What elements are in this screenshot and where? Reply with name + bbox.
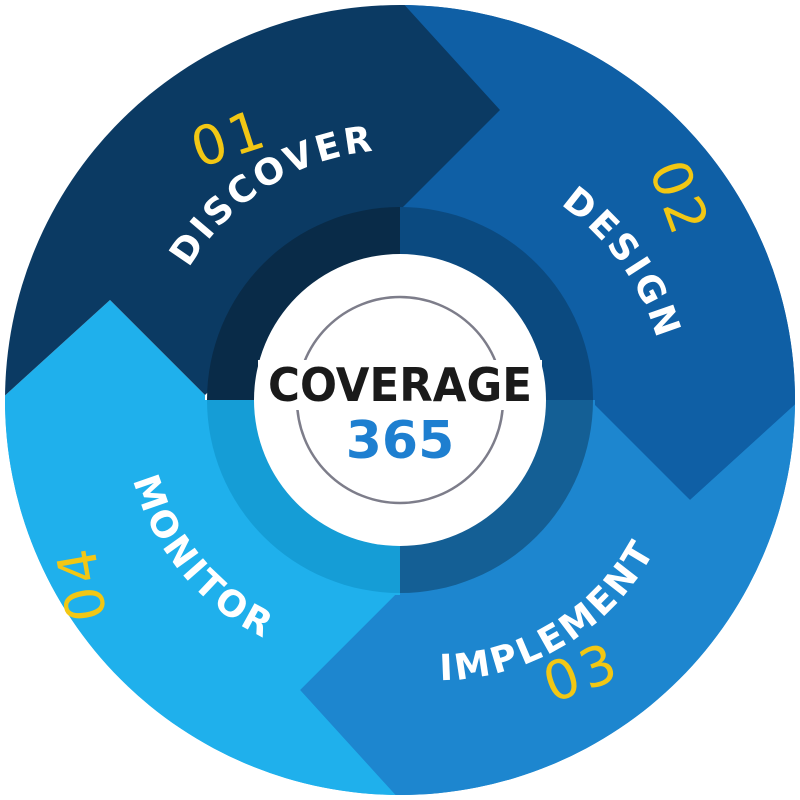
step-number-04: 04 [44, 540, 119, 626]
center-logo: COVERAGE 365 [254, 254, 546, 546]
logo-text-coverage: COVERAGE [268, 358, 532, 412]
logo-text-365: 365 [346, 411, 455, 471]
